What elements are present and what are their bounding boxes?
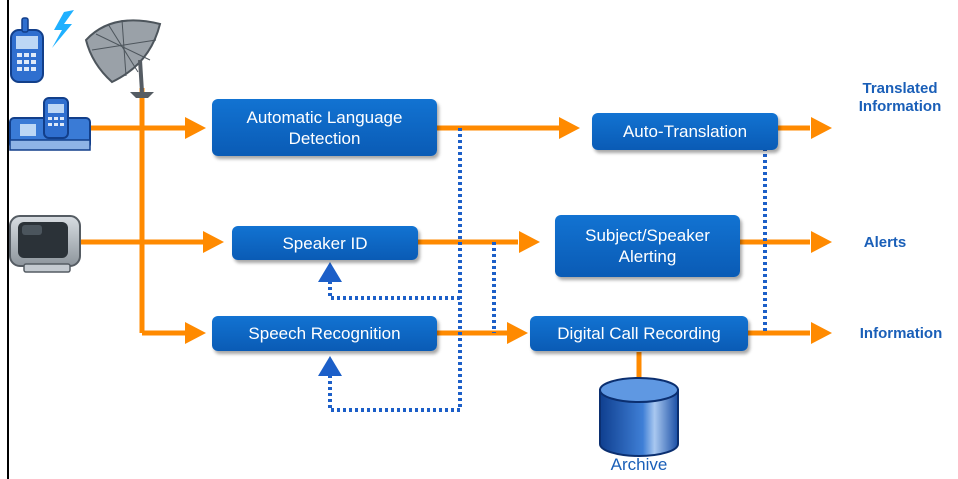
translated-information-label: Translated Information bbox=[858, 80, 942, 115]
mobile-phone-icon bbox=[10, 17, 44, 83]
archive-label: Archive bbox=[610, 455, 668, 474]
auto-translation-box[interactable]: Auto-Translation bbox=[592, 113, 778, 150]
arrowhead bbox=[519, 231, 540, 253]
computer-monitor-icon bbox=[9, 215, 81, 273]
arrowhead bbox=[203, 231, 224, 253]
desk-phone-icon bbox=[9, 97, 91, 151]
feedback-to-speaker-id bbox=[328, 280, 460, 300]
arrowhead bbox=[559, 117, 580, 139]
arrowhead bbox=[185, 322, 206, 344]
arrowhead bbox=[811, 322, 832, 344]
arrowhead bbox=[185, 117, 206, 139]
speaker-id-box[interactable]: Speaker ID bbox=[232, 226, 418, 260]
digital-call-recording-box[interactable]: Digital Call Recording bbox=[530, 316, 748, 351]
database-icon bbox=[599, 377, 679, 457]
arrowhead bbox=[318, 356, 342, 376]
alerts-label: Alerts bbox=[863, 234, 907, 251]
information-label: Information bbox=[859, 325, 943, 342]
arrowhead bbox=[811, 117, 832, 139]
arrowhead bbox=[811, 231, 832, 253]
satellite-dish-icon bbox=[84, 19, 162, 98]
subject-speaker-alerting-box[interactable]: Subject/Speaker Alerting bbox=[555, 215, 740, 277]
arrowhead bbox=[318, 262, 342, 282]
speech-recognition-box[interactable]: Speech Recognition bbox=[212, 316, 437, 351]
wireless-signal-icon bbox=[52, 10, 74, 48]
feedback-to-speech-recognition bbox=[328, 128, 462, 412]
orange-flow-lines bbox=[80, 88, 810, 382]
language-detection-box[interactable]: Automatic Language Detection bbox=[212, 99, 437, 156]
dotted-feedback-lines bbox=[328, 128, 767, 412]
orange-arrowheads bbox=[185, 117, 832, 344]
arrowhead bbox=[507, 322, 528, 344]
dotted-arrowheads bbox=[318, 262, 342, 376]
